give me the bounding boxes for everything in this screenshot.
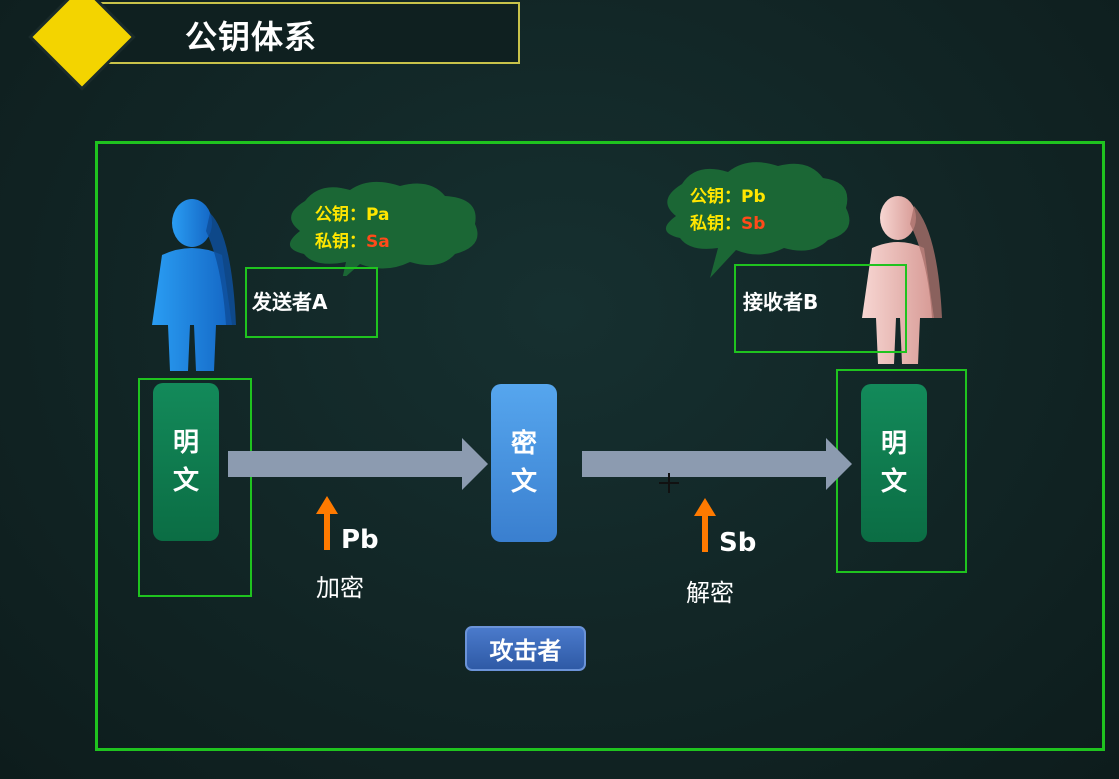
encrypt-key-label: Pb xyxy=(341,525,379,555)
attacker-box: 攻击者 xyxy=(465,626,586,671)
decrypt-flow-arrow xyxy=(582,438,852,490)
encrypt-key-arrow-icon xyxy=(316,496,338,550)
receiver-person-icon xyxy=(862,196,942,364)
decrypt-key-label: Sb xyxy=(719,528,757,558)
diagram-frame xyxy=(95,141,1105,751)
decrypt-label: 解密 xyxy=(686,579,734,607)
sender-key-cloud xyxy=(270,176,490,276)
sender-label-highlight xyxy=(245,267,378,338)
left-plaintext-highlight xyxy=(138,378,252,597)
ciphertext-box: 密文 xyxy=(491,384,557,542)
sender-public-key: 公钥：Pa xyxy=(315,205,390,225)
encrypt-label: 加密 xyxy=(316,574,364,602)
sender-person-icon xyxy=(152,199,236,371)
receiver-label: 接收者B xyxy=(743,290,819,314)
cursor-crosshair-icon xyxy=(659,473,679,493)
sender-label: 发送者A xyxy=(252,290,328,314)
left-plaintext-box: 明文 xyxy=(153,383,219,541)
receiver-public-key: 公钥：Pb xyxy=(690,187,766,207)
decrypt-key-arrow-icon xyxy=(694,498,716,552)
encrypt-flow-arrow xyxy=(228,438,488,490)
receiver-private-key: 私钥：Sb xyxy=(690,214,766,234)
title-bar xyxy=(96,2,520,64)
sender-private-key: 私钥：Sa xyxy=(315,232,390,252)
right-plaintext-box: 明文 xyxy=(861,384,927,542)
receiver-key-cloud xyxy=(648,156,858,281)
slide-title: 公钥体系 xyxy=(185,18,318,56)
receiver-label-highlight xyxy=(734,264,907,353)
